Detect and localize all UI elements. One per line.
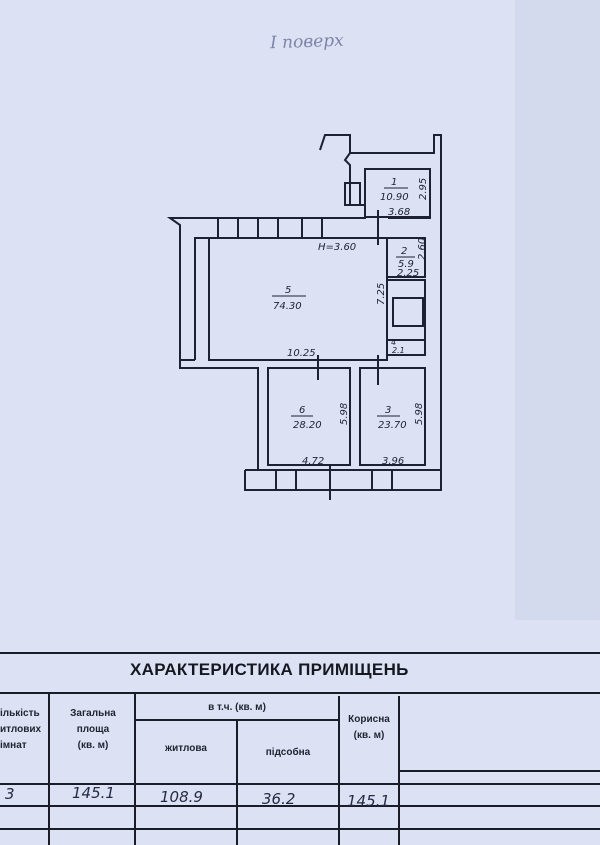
room-1	[364, 168, 431, 218]
wall-outer-right	[244, 134, 442, 491]
room-2-area: 5.9	[398, 259, 414, 270]
header-total-area: Загальна площа (кв. м)	[52, 706, 134, 754]
room-1-dim: 3.68	[388, 207, 410, 218]
room-2-dim: 2.60	[417, 238, 428, 260]
value-total-area: 145.1	[72, 784, 115, 802]
wall-inner-top	[194, 237, 387, 360]
room-3-dim: 5.98	[414, 403, 425, 425]
header-rooms-count: ількість итлових імнат	[0, 706, 46, 754]
room-5-number: 5	[285, 285, 291, 296]
paper-edge	[515, 0, 600, 620]
header-auxiliary: підсобна	[265, 747, 311, 758]
room-6-dim: 5.98	[339, 403, 350, 425]
room-5-area: 74.30	[273, 301, 302, 312]
wall-stair	[343, 152, 365, 206]
header-line: імнат	[0, 740, 27, 751]
room-3-area: 23.70	[378, 420, 407, 431]
room-1-number: 1	[391, 177, 397, 188]
stair-block	[392, 297, 424, 327]
header-line: итлових	[0, 724, 42, 735]
room-6-dim: 4.72	[302, 456, 324, 467]
header-line: Загальна	[70, 708, 116, 719]
table-title: ХАРАКТЕРИСТИКА ПРИМІЩЕНЬ	[130, 660, 409, 679]
value-rooms-count: 3	[5, 785, 15, 803]
room-5-dim: 7.25	[376, 283, 387, 305]
room-3-number: 3	[385, 405, 391, 416]
header-line: площа	[76, 724, 110, 735]
value-auxiliary: 36.2	[262, 790, 296, 808]
room-4-area: 2.1	[392, 346, 405, 355]
window	[275, 469, 297, 491]
room-4	[386, 339, 426, 356]
room-6-area: 28.20	[293, 420, 322, 431]
value-living: 108.9	[160, 788, 203, 806]
room-1-area: 10.90	[380, 192, 409, 203]
room-3	[359, 367, 426, 466]
floor-plan: 1 10.90 3.68 2.95 H=3.60 2 5.9 2.25 2.60…	[166, 134, 442, 500]
header-living: житлова	[165, 743, 207, 754]
room-5-dim: 10.25	[287, 348, 316, 359]
window	[344, 182, 361, 206]
header-line: Корисна	[348, 714, 390, 725]
room-2-dim: 2.25	[397, 268, 419, 279]
room-4-number: 4	[391, 338, 396, 347]
value-useful: 145.1	[347, 792, 390, 810]
room-3-dim: 3.96	[382, 456, 404, 467]
height-note: H=3.60	[318, 242, 356, 253]
room-1-dim: 2.95	[418, 178, 429, 200]
wall-left-lower	[179, 359, 259, 470]
room-2-number: 2	[401, 246, 407, 257]
window	[301, 217, 323, 239]
header-line: (кв. м)	[353, 730, 385, 741]
room-2	[387, 237, 426, 278]
room-6-number: 6	[299, 405, 305, 416]
window	[371, 469, 393, 491]
room-5	[208, 237, 388, 361]
window	[217, 217, 239, 239]
header-line: (кв. м)	[77, 740, 109, 751]
header-including: в т.ч. (кв. м)	[208, 702, 266, 713]
window	[257, 217, 279, 239]
header-line: ількість	[0, 708, 40, 719]
room-6	[267, 367, 351, 466]
header-useful: Корисна (кв. м)	[340, 712, 398, 744]
